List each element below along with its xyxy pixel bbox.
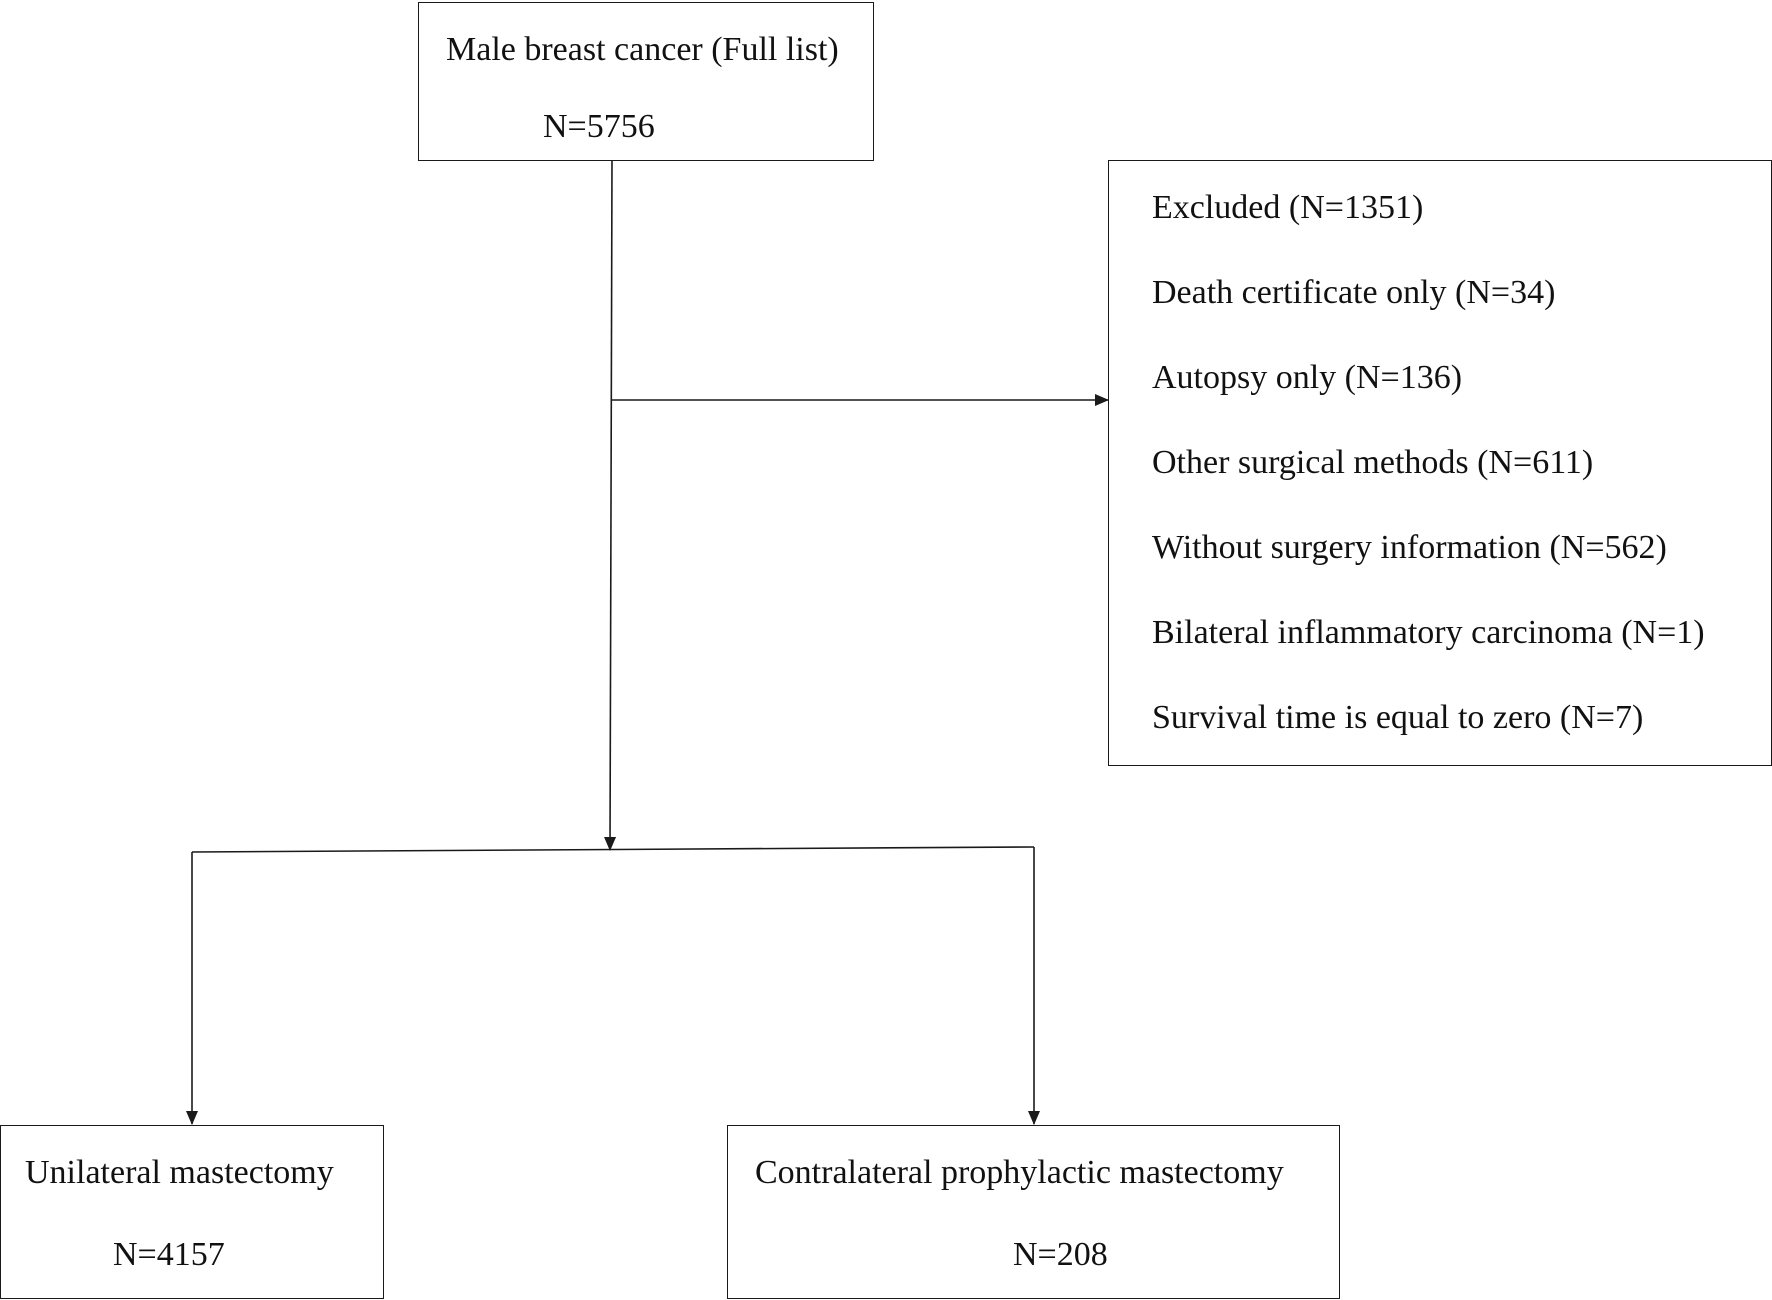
unilateral-box: Unilateral mastectomy N=4157 [0, 1125, 384, 1299]
excluded-item: Death certificate only (N=34) [1152, 274, 1556, 311]
trunk-line [604, 159, 617, 851]
excluded-item: Bilateral inflammatory carcinoma (N=1) [1152, 614, 1705, 651]
contralateral-box: Contralateral prophylactic mastectomy N=… [727, 1125, 1340, 1299]
contralateral-count: N=208 [1013, 1236, 1108, 1273]
excluded-box: Excluded (N=1351) Death certificate only… [1108, 160, 1772, 766]
full-list-count: N=5756 [543, 108, 655, 145]
excluded-item: Excluded (N=1351) [1152, 189, 1424, 226]
full-list-box: Male breast cancer (Full list) N=5756 [418, 2, 874, 161]
contralateral-title: Contralateral prophylactic mastectomy [755, 1154, 1284, 1191]
excluded-item: Without surgery information (N=562) [1152, 529, 1667, 566]
split-line [191, 846, 1035, 853]
full-list-title: Male breast cancer (Full list) [446, 31, 839, 68]
excluded-item: Survival time is equal to zero (N=7) [1152, 699, 1644, 736]
unilateral-title: Unilateral mastectomy [25, 1154, 334, 1191]
excluded-item: Autopsy only (N=136) [1152, 359, 1463, 396]
excluded-item: Other surgical methods (N=611) [1152, 444, 1594, 481]
unilateral-count: N=4157 [113, 1236, 225, 1273]
